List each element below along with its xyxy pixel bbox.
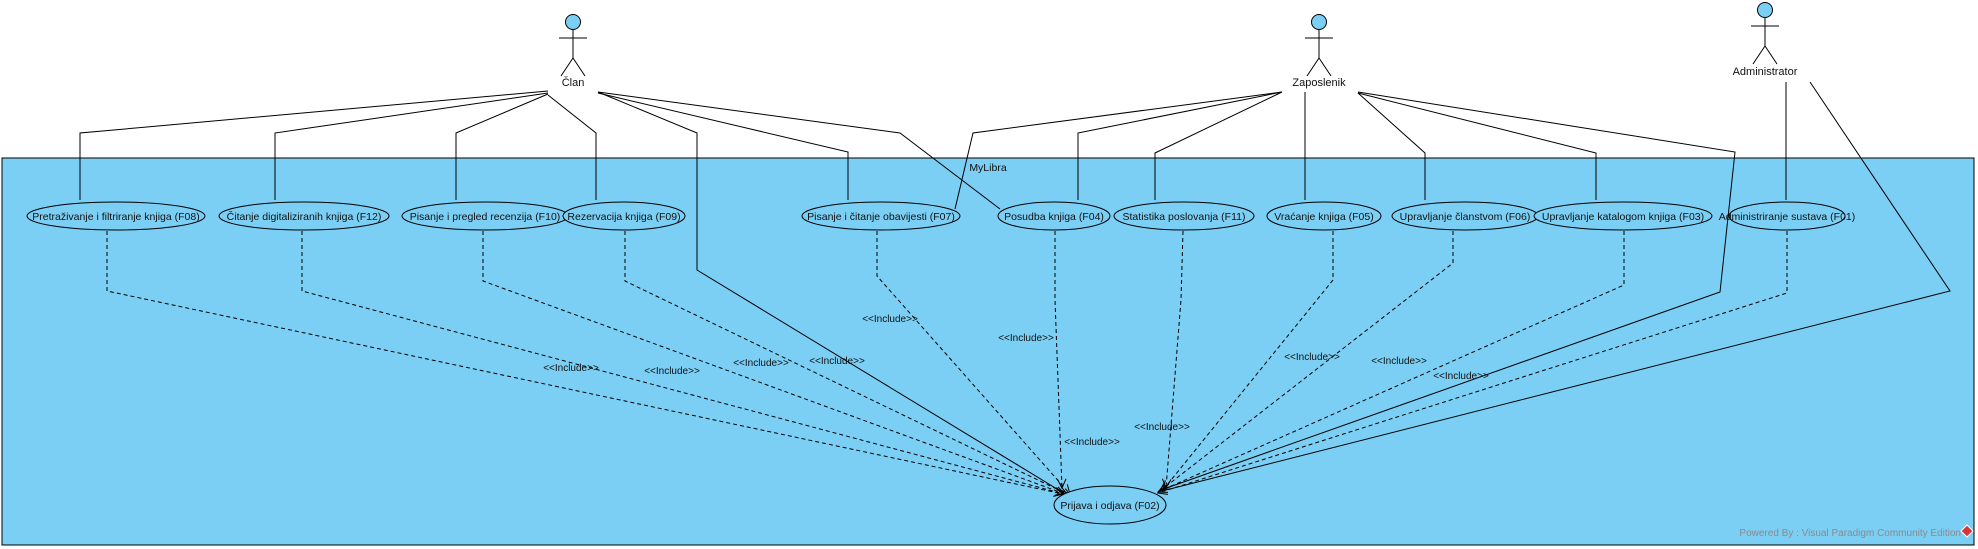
association-clan-F09[interactable] <box>547 94 597 200</box>
association-zaposlenik-F02[interactable] <box>1160 91 1736 491</box>
include-F12-F02[interactable] <box>301 231 1065 495</box>
use-case-f09[interactable]: Rezervacija knjiga (F09) <box>562 201 686 231</box>
use-case-label: Upravljanje članstvom (F06) <box>1400 211 1531 223</box>
association-clan-F10[interactable] <box>455 93 549 200</box>
include-F06-F02[interactable] <box>1159 231 1454 492</box>
include-F03-F02[interactable] <box>1157 231 1625 493</box>
include-label: <<Include>> <box>733 358 789 369</box>
actor-legs <box>1306 57 1332 77</box>
use-case-label: Čitanje digitaliziranih knjiga (F12) <box>227 210 382 223</box>
watermark: Powered By : Visual Paradigm Community E… <box>1739 524 1974 539</box>
association-lines <box>79 81 1951 493</box>
use-case-ellipse[interactable] <box>562 201 686 231</box>
use-case-ellipse[interactable] <box>1266 201 1382 231</box>
use-case-f04[interactable]: Posudba knjiga (F04) <box>997 201 1111 231</box>
use-case-ellipse[interactable] <box>1113 201 1255 231</box>
include-lines: <<Include>> <<Include>> <<Include>> <<Inclu… <box>106 230 1788 497</box>
actor-administrator[interactable]: Administrator <box>1733 2 1798 79</box>
use-case-label: Statistika poslovanja (F11) <box>1123 211 1246 223</box>
actors: Član Zaposlenik Administrator <box>559 2 1798 90</box>
actor-legs <box>560 57 586 77</box>
use-case-f01[interactable]: Administriranje sustava (F01) <box>1719 201 1856 231</box>
include-F04-F02[interactable] <box>1054 231 1063 489</box>
use-case-ellipse[interactable] <box>1728 201 1846 231</box>
include-F09-F02[interactable] <box>624 231 1068 495</box>
use-case-label: Rezervacija knjiga (F09) <box>567 211 680 223</box>
use-case-f11[interactable]: Statistika poslovanja (F11) <box>1113 201 1255 231</box>
association-clan-F08[interactable] <box>79 90 549 200</box>
include-label: <<Include>> <box>862 314 918 325</box>
include-label: <<Include>> <box>543 363 599 374</box>
actor-head-icon <box>565 14 581 30</box>
actor-legs <box>1752 45 1778 65</box>
include-arrowhead <box>1156 485 1168 495</box>
actor-name: Zaposlenik <box>1292 77 1346 89</box>
use-case-ellipse[interactable] <box>1533 201 1713 231</box>
include-label: <<Include>> <box>644 366 700 377</box>
include-arrowhead <box>1156 484 1169 493</box>
include-label: <<Include>> <box>998 333 1054 344</box>
use-case-ellipse[interactable] <box>1053 485 1167 525</box>
include-F07-F02[interactable] <box>876 231 1071 495</box>
association-clan-F07[interactable] <box>597 92 849 200</box>
use-case-ellipse[interactable] <box>801 201 961 231</box>
include-F11-F02[interactable] <box>1165 230 1184 489</box>
use-case-f05[interactable]: Vraćanje knjiga (F05) <box>1266 201 1382 231</box>
include-label: <<Include>> <box>1284 352 1340 363</box>
visual-paradigm-logo-icon <box>1960 524 1974 538</box>
actor-head-icon <box>1311 14 1327 30</box>
use-case-ellipse[interactable] <box>26 201 206 231</box>
include-label: <<Include>> <box>1134 422 1190 433</box>
system-name: MyLibra <box>969 162 1007 174</box>
actor-name: Administrator <box>1733 66 1798 78</box>
use-case-label: Pretraživanje i filtriranje knjiga (F08) <box>32 211 199 223</box>
use-case-f06[interactable]: Upravljanje članstvom (F06) <box>1391 201 1539 231</box>
include-label: <<Include>> <box>1371 356 1427 367</box>
actor-name: Član <box>562 76 585 89</box>
association-clan-F12[interactable] <box>274 92 549 200</box>
use-case-f02[interactable]: Prijava i odjava (F02) <box>1053 485 1167 525</box>
include-label: <<Include>> <box>1433 371 1489 382</box>
use-case-f07[interactable]: Pisanje i čitanje obavijesti (F07) <box>801 201 961 231</box>
association-administrator-F02[interactable] <box>1165 81 1951 491</box>
use-cases: Pretraživanje i filtriranje knjiga (F08)… <box>26 201 1856 525</box>
use-case-f03[interactable]: Upravljanje katalogom knjiga (F03) <box>1533 201 1713 231</box>
association-zaposlenik-F11[interactable] <box>1154 91 1283 200</box>
association-clan-F02[interactable] <box>597 91 1063 493</box>
actor-clan[interactable]: Član <box>559 14 587 90</box>
association-zaposlenik-F07[interactable] <box>954 91 1283 210</box>
use-case-ellipse[interactable] <box>997 201 1111 231</box>
use-case-label: Vraćanje knjiga (F05) <box>1274 211 1373 223</box>
include-label: <<Include>> <box>809 356 865 367</box>
use-case-f08[interactable]: Pretraživanje i filtriranje knjiga (F08) <box>26 201 206 231</box>
include-F05-F02[interactable] <box>1162 231 1334 491</box>
use-case-label: Prijava i odjava (F02) <box>1060 500 1159 512</box>
include-F10-F02[interactable] <box>482 231 1066 495</box>
use-case-f12[interactable]: Čitanje digitaliziranih knjiga (F12) <box>218 201 390 231</box>
use-case-label: Pisanje i čitanje obavijesti (F07) <box>807 211 955 223</box>
actor-head-icon <box>1757 2 1773 18</box>
use-case-label: Pisanje i pregled recenzija (F10) <box>410 211 561 223</box>
use-case-label: Administriranje sustava (F01) <box>1719 211 1856 223</box>
include-arrowhead <box>1056 478 1067 490</box>
association-zaposlenik-F04[interactable] <box>1077 91 1283 200</box>
use-case-f10[interactable]: Pisanje i pregled recenzija (F10) <box>401 201 569 231</box>
association-zaposlenik-F03[interactable] <box>1357 92 1597 200</box>
use-case-ellipse[interactable] <box>218 201 390 231</box>
association-zaposlenik-F06[interactable] <box>1357 92 1426 200</box>
use-case-label: Posudba knjiga (F04) <box>1004 211 1104 223</box>
include-label: <<Include>> <box>1064 437 1120 448</box>
actor-zaposlenik[interactable]: Zaposlenik <box>1292 14 1346 90</box>
use-case-label: Upravljanje katalogom knjiga (F03) <box>1542 211 1704 223</box>
include-F08-F02[interactable] <box>106 231 1064 495</box>
association-clan-F04[interactable] <box>597 91 1001 210</box>
watermark-text: Powered By : Visual Paradigm Community E… <box>1739 528 1961 539</box>
